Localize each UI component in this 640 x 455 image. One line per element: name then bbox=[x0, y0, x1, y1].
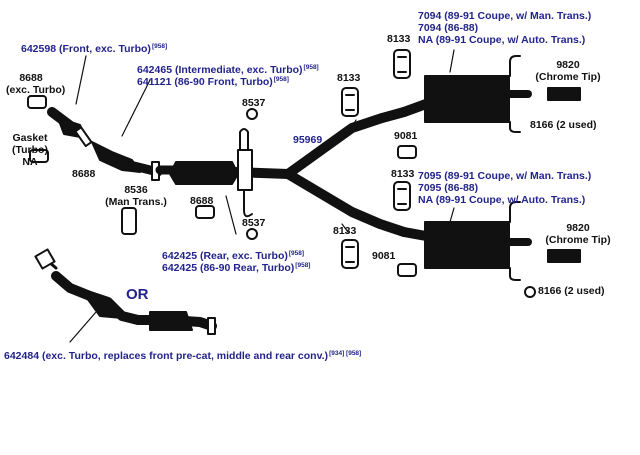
label-8688-b: 8688 bbox=[190, 195, 214, 207]
label-9081-b: 9081 bbox=[372, 250, 396, 262]
label-7094-line2: 7094 (86-88) bbox=[418, 22, 479, 34]
label-8537-top: 8537 bbox=[242, 97, 266, 109]
label-7095-line1: 7095 (89-91 Coupe, w/ Man. Trans.) bbox=[418, 170, 592, 182]
label-8133-c: 8133 bbox=[391, 168, 415, 180]
label-642598: 642598 (Front, exc. Turbo)[958] bbox=[21, 43, 168, 55]
label-gasket: Gasket (Turbo) NA bbox=[10, 132, 50, 168]
label-7095-line2: 7095 (86-88) bbox=[418, 182, 479, 194]
label-7095-line3: NA (89-91 Coupe, w/ Auto. Trans.) bbox=[418, 194, 586, 206]
label-95969: 95969 bbox=[293, 134, 323, 146]
label-gasket-line1: Gasket bbox=[12, 132, 48, 144]
upper-muffler bbox=[399, 55, 581, 133]
label-8688-exc-turbo-line2: (exc. Turbo) bbox=[6, 84, 66, 96]
label-8133-a: 8133 bbox=[387, 33, 411, 45]
hanger-8133-lower-b bbox=[393, 181, 411, 211]
label-or: OR bbox=[126, 286, 149, 303]
label-7094-line3: NA (89-91 Coupe, w/ Auto. Trans.) bbox=[418, 34, 586, 46]
label-8166-top: 8166 (2 used) bbox=[530, 119, 597, 131]
hanger-8133-lower-a bbox=[341, 239, 359, 269]
label-641121: 641121 (86-90 Front, Turbo)[958] bbox=[137, 76, 289, 88]
label-9820-bottom-line2: (Chrome Tip) bbox=[545, 234, 611, 246]
label-8688-exc-turbo: 8688 (exc. Turbo) bbox=[6, 72, 66, 96]
lower-muffler bbox=[399, 201, 581, 281]
label-8133-b: 8133 bbox=[337, 72, 361, 84]
label-9820-bottom-line1: 9820 bbox=[566, 222, 590, 234]
label-642465: 642465 (Intermediate, exc. Turbo)[958] bbox=[137, 64, 319, 76]
label-8166-bottom: 8166 (2 used) bbox=[538, 285, 605, 297]
label-642425-turbo: 642425 (86-90 Rear, Turbo)[958] bbox=[162, 262, 311, 274]
label-8537-bottom: 8537 bbox=[242, 217, 266, 229]
label-9081-a: 9081 bbox=[394, 130, 418, 142]
label-8536-line2: (Man Trans.) bbox=[105, 196, 167, 208]
label-642484: 642484 (exc. Turbo, replaces front pre-c… bbox=[4, 350, 362, 362]
label-9820-top-line1: 9820 bbox=[556, 59, 580, 71]
intermediate-converter bbox=[91, 141, 163, 181]
hanger-bracket bbox=[237, 128, 253, 218]
hanger-8133-upper-b bbox=[393, 49, 411, 79]
gaskets bbox=[27, 95, 536, 298]
middle-converter bbox=[155, 161, 293, 185]
label-8536: 8536 (Man Trans.) bbox=[104, 184, 168, 208]
label-8133-d: 8133 bbox=[333, 225, 357, 237]
label-8688-a: 8688 bbox=[72, 168, 96, 180]
label-9820-bottom: 9820 (Chrome Tip) bbox=[538, 222, 618, 246]
label-gasket-line3: NA bbox=[22, 156, 38, 168]
leader-lines bbox=[69, 49, 455, 343]
alternate-converter bbox=[34, 248, 217, 335]
label-8536-line1: 8536 bbox=[124, 184, 148, 196]
front-precat-pipe bbox=[47, 107, 93, 148]
hanger-8536 bbox=[121, 207, 137, 235]
label-7095: 7095 (89-91 Coupe, w/ Man. Trans.) 7095 … bbox=[418, 170, 591, 206]
label-7094-line1: 7094 (89-91 Coupe, w/ Man. Trans.) bbox=[418, 10, 592, 22]
label-9820-top-line2: (Chrome Tip) bbox=[535, 71, 601, 83]
label-gasket-line2: (Turbo) bbox=[12, 144, 48, 156]
label-7094: 7094 (89-91 Coupe, w/ Man. Trans.) 7094 … bbox=[418, 10, 591, 46]
label-8688-exc-turbo-line1: 8688 bbox=[19, 72, 43, 84]
label-9820-top: 9820 (Chrome Tip) bbox=[528, 59, 608, 83]
label-642425-rear: 642425 (Rear, exc. Turbo)[958] bbox=[162, 250, 305, 262]
y-pipe bbox=[283, 107, 409, 237]
hanger-8133-upper-a bbox=[341, 87, 359, 117]
